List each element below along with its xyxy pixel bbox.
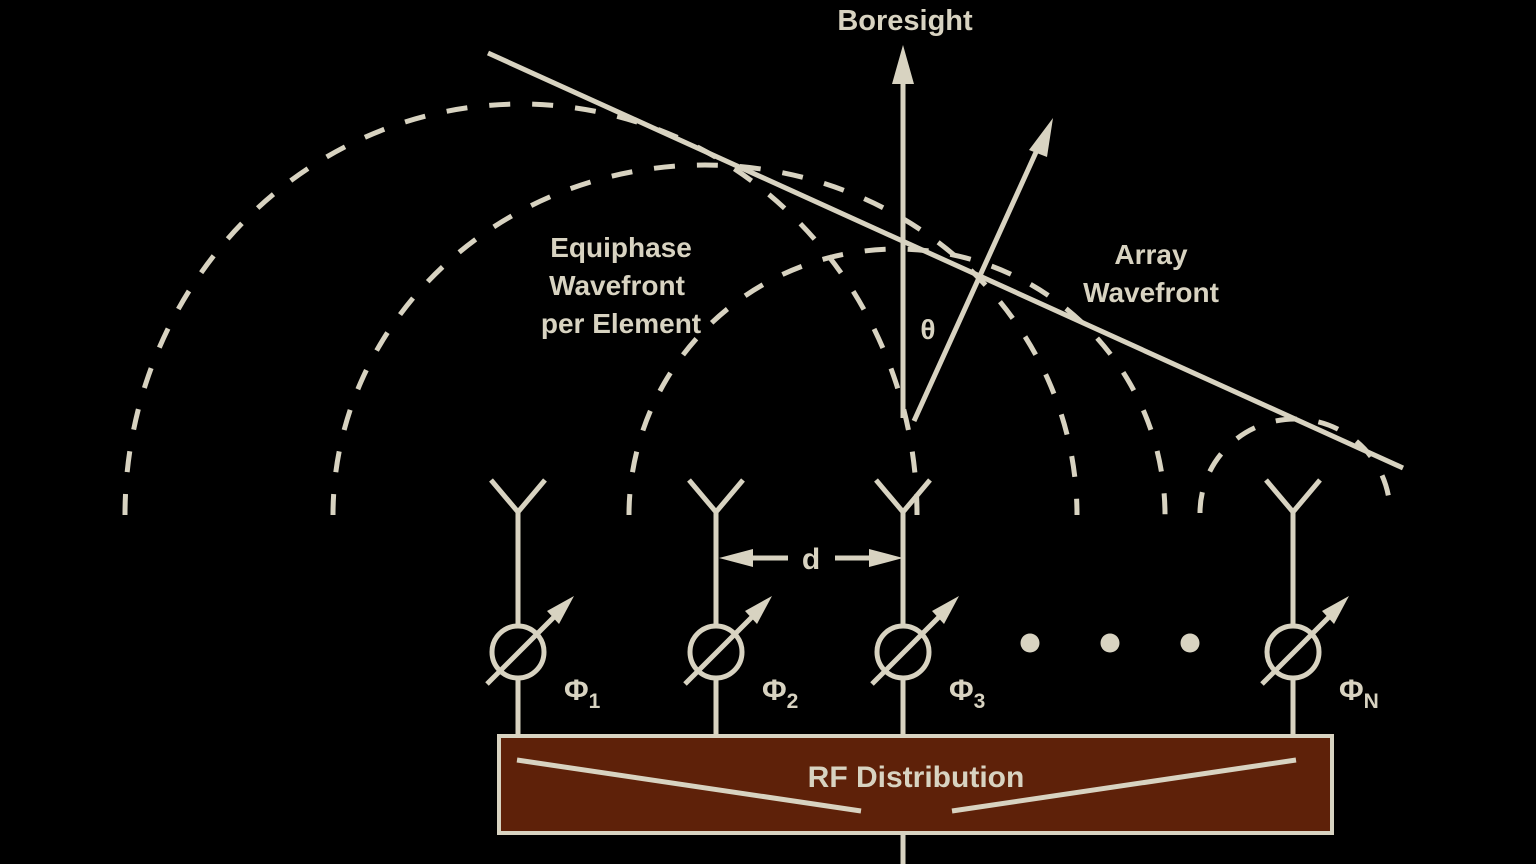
phi-symbol: Φ [564, 674, 589, 707]
phase-shifter-arrow-shaft [485, 615, 556, 686]
equiphase-label-line3: per Element [541, 308, 701, 339]
phase-shifter-arrow-shaft [683, 615, 754, 686]
theta-label: θ [920, 314, 935, 345]
antenna-element-n: ΦN [1260, 478, 1379, 737]
equiphase-wavefront-label: Equiphase Wavefront per Element [541, 232, 701, 339]
phase-shifter-arrow-shaft [870, 615, 941, 686]
beam-arrow-shaft [911, 148, 1040, 423]
equiphase-arc-2 [330, 162, 1080, 516]
phi-symbol: Φ [949, 674, 974, 707]
spacing-label: d [802, 543, 820, 576]
array-wavefront-label: Array Wavefront [1083, 239, 1219, 308]
phase-shifter-arrowhead-icon [547, 596, 574, 624]
phi-subscript: 3 [974, 690, 986, 713]
phi-symbol: Φ [1339, 674, 1364, 707]
antenna-element-2: Φ2 [683, 478, 798, 737]
antenna-icon [1264, 478, 1322, 516]
combiner-line-right [951, 757, 1297, 814]
phi-symbol: Φ [762, 674, 787, 707]
combiner-line-left [516, 757, 862, 814]
phase-shifter-label: ΦN [1339, 674, 1379, 713]
phase-shifter-arrow-shaft [1260, 615, 1331, 686]
element-spacing-dimension: d [719, 543, 903, 576]
antenna-icon [874, 478, 932, 516]
ellipsis-dot [1180, 633, 1200, 653]
phi-subscript: N [1364, 690, 1379, 713]
ellipsis-dot [1100, 633, 1120, 653]
rf-distribution-box [497, 734, 1334, 835]
equiphase-arc-3 [626, 246, 1168, 516]
phi-subscript: 2 [787, 690, 799, 713]
equiphase-label-line2: Wavefront [549, 270, 685, 301]
equiphase-arc-1 [122, 101, 920, 516]
array-wavefront-line [486, 50, 1405, 471]
antenna-element-3: Φ3 [870, 478, 985, 737]
boresight-label: Boresight [837, 5, 973, 37]
rf-distribution-label: RF Distribution [808, 761, 1025, 794]
antenna-element-1: Φ1 [485, 478, 601, 737]
boresight-arrow [892, 45, 914, 418]
phi-subscript: 1 [589, 690, 601, 713]
equiphase-label-line1: Equiphase [550, 232, 692, 263]
beam-direction-arrow [911, 118, 1053, 423]
boresight-arrowhead-icon [892, 45, 914, 84]
array-wavefront-label-line2: Wavefront [1083, 277, 1219, 308]
phase-shifter-label: Φ1 [564, 674, 601, 713]
left-arrowhead-icon [719, 549, 753, 567]
beam-arrowhead-icon [1029, 118, 1053, 157]
rf-distribution-block: RF Distribution [497, 734, 1334, 864]
phase-shifter-arrowhead-icon [745, 596, 772, 624]
phase-shifter-label: Φ2 [762, 674, 798, 713]
phase-shifter-arrowhead-icon [932, 596, 959, 624]
ellipsis-dot [1020, 633, 1040, 653]
antenna-icon [489, 478, 547, 516]
antenna-icon [687, 478, 745, 516]
phase-shifter-arrowhead-icon [1322, 596, 1349, 624]
ellipsis-dots [1020, 633, 1200, 653]
phase-shifter-label: Φ3 [949, 674, 985, 713]
right-arrowhead-icon [869, 549, 903, 567]
equiphase-arc-n [1197, 416, 1393, 514]
equiphase-wavefront-arcs [122, 101, 1393, 516]
array-wavefront-label-line1: Array [1114, 239, 1188, 270]
